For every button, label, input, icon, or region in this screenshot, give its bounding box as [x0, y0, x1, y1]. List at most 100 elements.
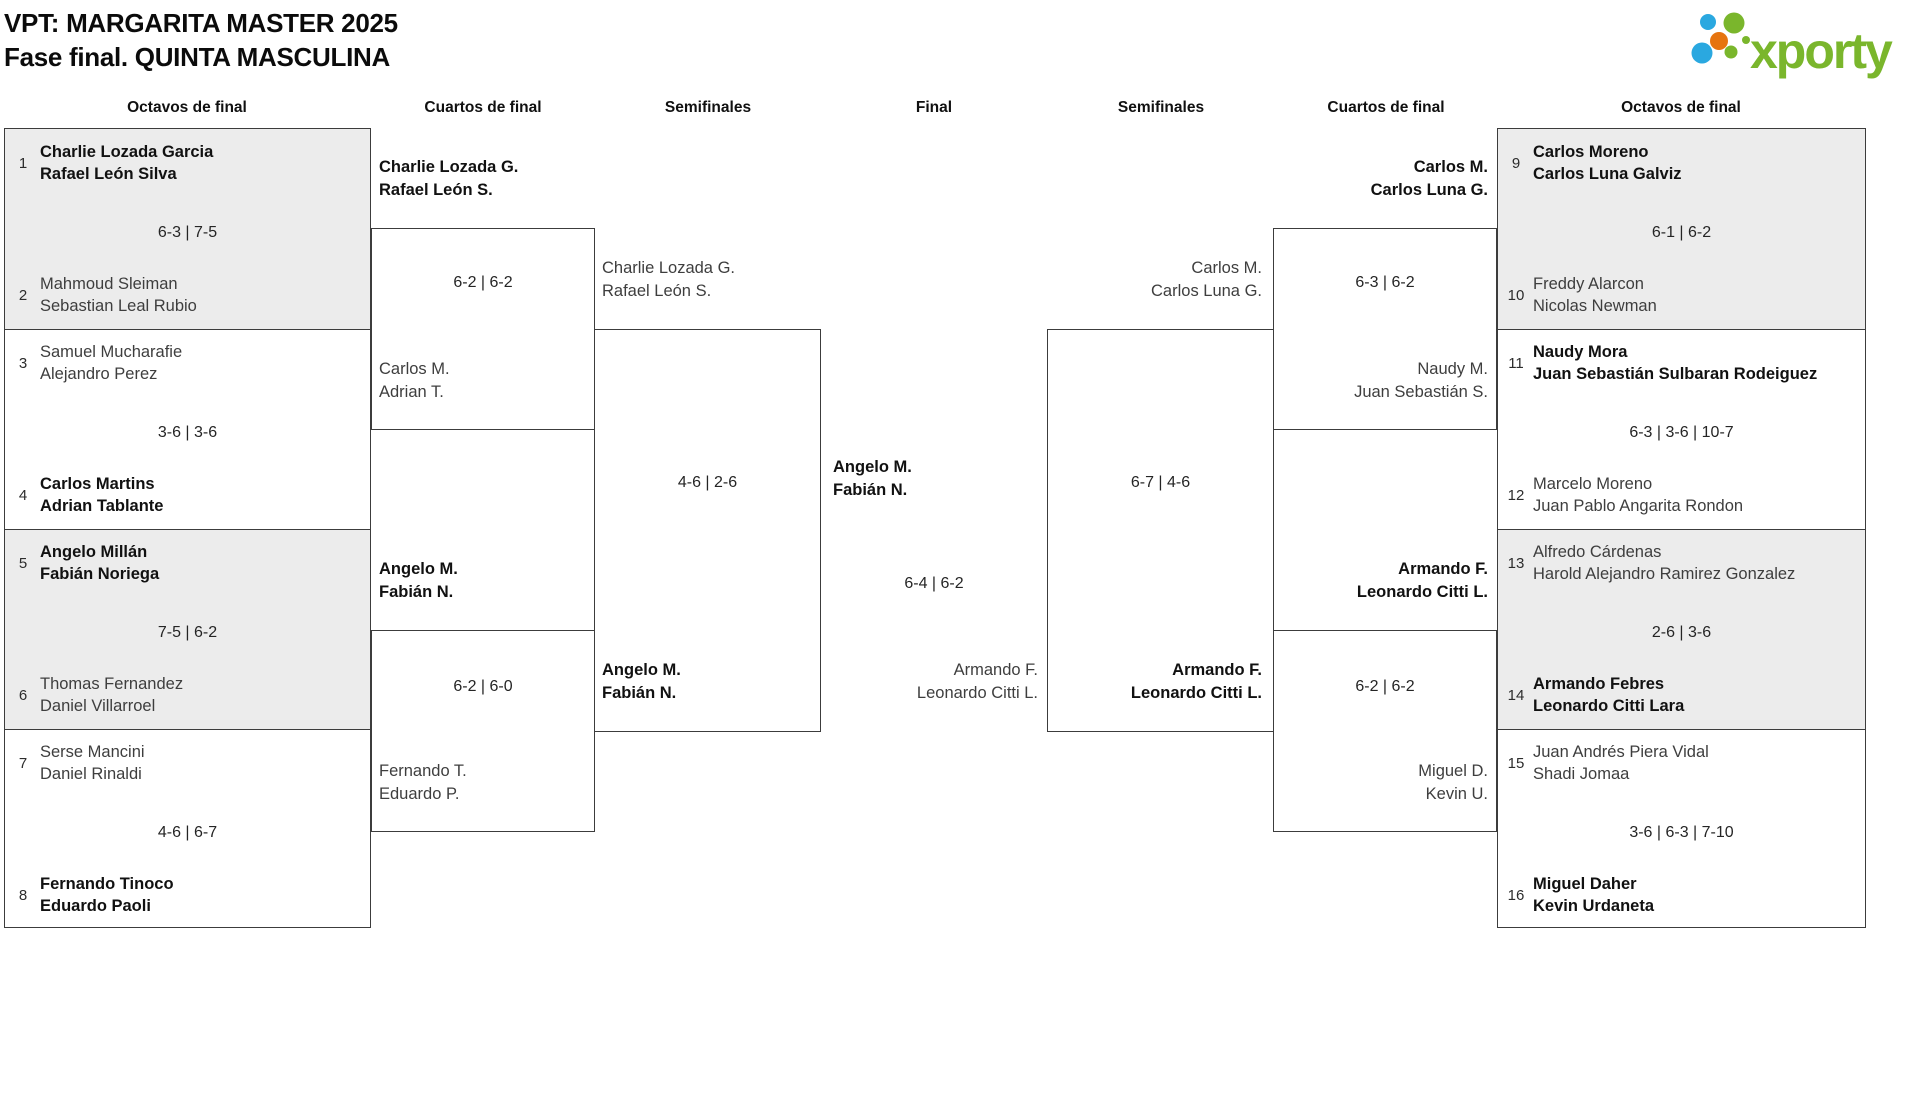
- seed-number: 9: [1511, 154, 1521, 172]
- match-score: 4-6 | 6-7: [157, 824, 218, 841]
- seed-number: 16: [1507, 886, 1525, 904]
- match-score: 6-2 | 6-0: [453, 678, 513, 695]
- qf-right-box-1: [1273, 228, 1497, 430]
- sf-left-top-team: Charlie Lozada G.Rafael León S.: [602, 259, 735, 300]
- seed-number: 6: [18, 686, 28, 704]
- seed-number: 14: [1507, 686, 1525, 704]
- round-header-cuartos-left: Cuartos de final: [424, 99, 542, 116]
- match-score: 7-5 | 6-2: [157, 624, 218, 641]
- match-score: 6-3 | 6-2: [1355, 274, 1415, 291]
- logo-dot-green-large: [1723, 12, 1745, 34]
- round-header-final: Final: [915, 99, 953, 116]
- match-score: 4-6 | 2-6: [677, 474, 738, 491]
- seed-number: 13: [1507, 554, 1525, 572]
- match-shading: [1498, 529, 1865, 729]
- qf-right-1-top-team: Carlos M.Carlos Luna G.: [1370, 158, 1488, 199]
- logo-dot-orange: [1710, 32, 1728, 50]
- match-score: 3-6 | 3-6: [157, 424, 218, 441]
- match-shading: [5, 129, 370, 329]
- seed-number: 1: [18, 154, 28, 172]
- match-score: 6-1 | 6-2: [1651, 224, 1712, 241]
- seed-number: 8: [18, 886, 28, 904]
- logo-dot-green-tiny: [1742, 36, 1750, 44]
- logo-dot-blue-small: [1700, 14, 1716, 30]
- sf-right-box: [1047, 329, 1274, 732]
- logo-dots: [1691, 12, 1750, 64]
- match-score: 6-7 | 4-6: [1130, 474, 1191, 491]
- sf-left-bottom-team: Angelo M.Fabián N.: [602, 661, 681, 702]
- page-subtitle: Fase final. QUINTA MASCULINA: [4, 42, 390, 72]
- qf-right-2-bottom-team: Miguel D.Kevin U.: [1418, 762, 1488, 803]
- round-header-octavos-left: Octavos de final: [127, 99, 247, 116]
- round-header-semis-right: Semifinales: [1117, 99, 1205, 116]
- page-title: VPT: MARGARITA MASTER 2025: [4, 8, 398, 38]
- qf-left-1-bottom-team: Carlos M.Adrian T.: [379, 360, 450, 401]
- qf-left-1-top-team: Charlie Lozada G.Rafael León S.: [379, 158, 519, 199]
- qf-right-1-bottom-team: Naudy M.Juan Sebastián S.: [1354, 360, 1488, 401]
- match-shading: [5, 529, 370, 729]
- match-score: 6-4 | 6-2: [904, 575, 964, 592]
- logo-text: xporty: [1750, 23, 1893, 79]
- match-score: 6-3 | 3-6 | 10-7: [1629, 424, 1734, 441]
- seed-number: 5: [18, 554, 28, 572]
- xporty-logo[interactable]: xporty: [1686, 5, 1912, 87]
- final-bottom-team: Armando F.Leonardo Citti L.: [916, 661, 1038, 702]
- match-divider: [5, 729, 370, 730]
- match-divider: [5, 329, 370, 330]
- logo-dot-green-small: [1724, 45, 1738, 59]
- match-divider: [1498, 329, 1865, 330]
- match-shading: [1498, 129, 1865, 329]
- sf-left-box: [594, 329, 821, 732]
- sf-right-top-team: Carlos M.Carlos Luna G.: [1151, 259, 1262, 300]
- match-divider: [1498, 729, 1865, 730]
- qf-right-2-top-team: Armando F.Leonardo Citti L.: [1356, 560, 1488, 601]
- round-header-octavos-right: Octavos de final: [1621, 99, 1741, 116]
- match-divider: [1498, 529, 1865, 530]
- seed-number: 4: [18, 486, 28, 504]
- match-score: 6-2 | 6-2: [1355, 678, 1415, 695]
- round-header-semis-left: Semifinales: [664, 99, 752, 116]
- qf-left-2-top-team: Angelo M.Fabián N.: [379, 560, 458, 601]
- match-score: 3-6 | 6-3 | 7-10: [1629, 824, 1734, 841]
- match-score: 6-3 | 7-5: [157, 224, 218, 241]
- final-top-team: Angelo M.Fabián N.: [833, 458, 912, 499]
- seed-number: 10: [1507, 286, 1525, 304]
- seed-number: 2: [18, 286, 28, 304]
- seed-number: 11: [1508, 354, 1524, 372]
- seed-number: 7: [18, 754, 28, 772]
- logo-dot-blue-large: [1691, 42, 1713, 64]
- qf-left-2-bottom-team: Fernando T.Eduardo P.: [379, 762, 467, 803]
